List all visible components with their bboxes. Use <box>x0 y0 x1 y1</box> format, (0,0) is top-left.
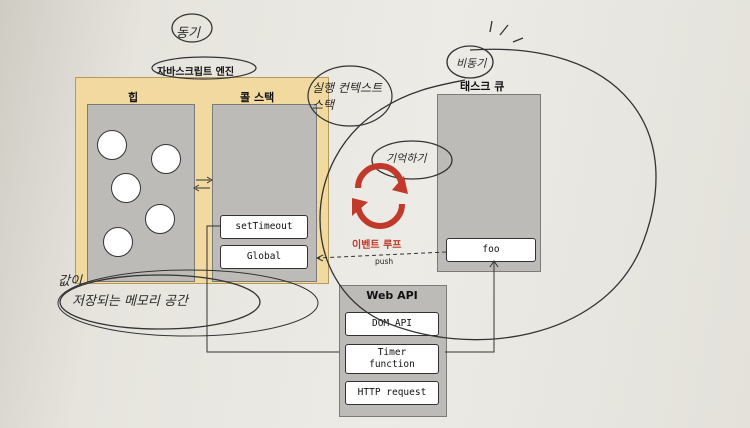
pen-circle-engine <box>151 56 257 80</box>
event-loop-arrow-top <box>355 163 405 189</box>
handwritten-heap-note-1: 값이 <box>58 274 82 289</box>
handwritten-sync: 동기 <box>176 26 200 41</box>
web-api-timer: Timer function <box>345 344 439 374</box>
heap-object <box>103 227 133 257</box>
stack-frame-settimeout: setTimeout <box>220 215 308 239</box>
event-loop-arrow-bottom <box>355 203 405 229</box>
pen-sparkle <box>489 20 524 43</box>
handwritten-exec-context: 실행 컨텍스트 스택 <box>312 81 383 112</box>
webapi-to-queue-line <box>445 262 495 353</box>
handwritten-remember: 기억하기 <box>386 152 427 165</box>
handwritten-async: 비동기 <box>456 57 487 70</box>
web-api-title: Web API <box>366 289 418 302</box>
engine-label: 자바스크립트 엔진 <box>157 67 235 78</box>
event-loop-label: 이벤트 루프 <box>352 240 402 251</box>
pen-circle-exec-context <box>307 65 393 127</box>
task-queue-item-foo: foo <box>446 238 536 262</box>
heap-object <box>151 144 181 174</box>
heap-title: 힙 <box>128 91 139 104</box>
pen-circle-memory-note-outer <box>57 269 319 337</box>
heap-object <box>145 204 175 234</box>
heap-box <box>87 104 195 282</box>
call-stack-title: 콜 스택 <box>240 91 275 104</box>
heap-object <box>111 173 141 203</box>
heap-object <box>97 130 127 160</box>
handwritten-heap-note-2: 저장되는 메모리 공간 <box>72 294 188 309</box>
web-api-dom: DOM API <box>345 312 439 336</box>
pen-circle-sync <box>171 13 213 43</box>
web-api-http: HTTP request <box>345 381 439 405</box>
settimeout-to-webapi-line <box>206 225 339 353</box>
stack-frame-global: Global <box>220 245 308 269</box>
task-queue-title: 태스크 큐 <box>460 80 505 93</box>
pen-circle-memory-note <box>59 274 261 330</box>
push-label: push <box>375 257 394 266</box>
pen-circle-async <box>446 45 494 79</box>
pen-circle-remember <box>371 140 453 180</box>
push-dashed-line <box>317 251 447 259</box>
pen-circle-async-region <box>319 48 657 341</box>
